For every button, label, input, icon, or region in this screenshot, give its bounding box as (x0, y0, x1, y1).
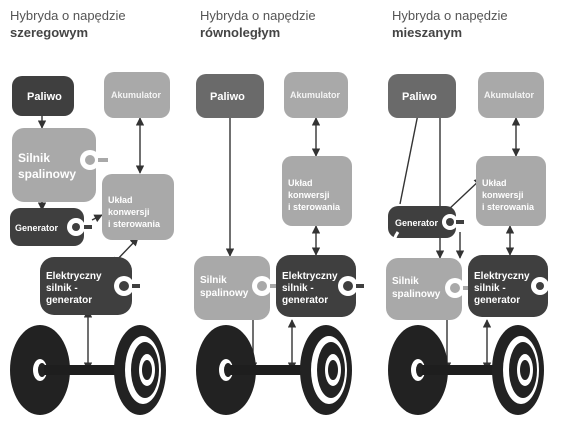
control-label-line-1: Układ (482, 178, 507, 188)
engine-label-line-2: spalinowy (200, 288, 249, 299)
accumulator-block: Akumulator (284, 72, 348, 118)
title-line-1: Hybryda o napędzie (200, 8, 316, 23)
control-label-line-1: Układ (288, 178, 313, 188)
generator-label: Generator (395, 218, 439, 228)
motor-label-line-3: generator (282, 295, 328, 306)
engine-label-line-1: Silnik (392, 276, 419, 287)
combustion-engine-block: Silnik spalinowy (386, 258, 471, 320)
rear-wheel (196, 325, 256, 415)
electric-motor-block: Elektryczny silnik - generator (40, 257, 140, 315)
generator-label: Generator (15, 223, 59, 233)
fuel-block: Paliwo (12, 76, 74, 116)
axle (44, 365, 140, 375)
title-line-2: szeregowym (10, 25, 88, 40)
motor-label-line-2: silnik - (474, 283, 506, 294)
flow-arrows (225, 117, 321, 371)
column-parallel-hybrid: Hybryda o napędzie równoległym Paliwo (194, 8, 364, 415)
combustion-engine-block: Silnik spalinowy (12, 128, 108, 202)
accumulator-label: Akumulator (111, 90, 162, 100)
electric-motor-block: Elektryczny silnik - generator (468, 255, 549, 317)
column-series-hybrid: Hybryda o napędzie szeregowym (10, 8, 174, 415)
front-wheel (492, 325, 544, 415)
engine-label-line-1: Silnik (200, 275, 227, 286)
title-line-1: Hybryda o napędzie (10, 8, 126, 23)
fuel-label: Paliwo (402, 91, 437, 103)
motor-label-line-1: Elektryczny (474, 271, 530, 282)
title-line-2: mieszanym (392, 25, 462, 40)
accumulator-block: Akumulator (104, 72, 170, 118)
control-unit-block: Układ konwersji i sterowania (282, 156, 352, 226)
front-wheel (300, 325, 352, 415)
control-label-line-2: konwersji (288, 190, 330, 200)
motor-label-line-3: generator (474, 295, 520, 306)
arrow-generator-to-control (91, 214, 103, 223)
fuel-label: Paliwo (27, 91, 62, 103)
accumulator-label: Akumulator (290, 90, 341, 100)
control-label-line-2: konwersji (108, 207, 150, 217)
motor-label-line-2: silnik - (46, 283, 78, 294)
motor-label-line-1: Elektryczny (282, 271, 338, 282)
axle (230, 365, 326, 375)
fuel-label: Paliwo (210, 91, 245, 103)
front-wheel (114, 325, 166, 415)
motor-label-line-2: silnik - (282, 283, 314, 294)
control-unit-block: Układ konwersji i sterowania (102, 174, 174, 240)
arrow-fuel-to-splitter (399, 113, 419, 205)
column-mixed-hybrid: Hybryda o napędzie mieszanym (384, 8, 549, 415)
engine-label-line-2: spalinowy (392, 289, 441, 300)
generator-block: Generator (388, 206, 464, 238)
engine-label-line-2: spalinowy (18, 167, 76, 181)
electric-motor-block: Elektryczny silnik - generator (276, 255, 364, 317)
accumulator-block: Akumulator (478, 72, 544, 118)
generator-block: Generator (10, 208, 92, 246)
control-label-line-1: Układ (108, 195, 133, 205)
combustion-engine-block: Silnik spalinowy (194, 256, 278, 320)
title-line-1: Hybryda o napędzie (392, 8, 508, 23)
control-label-line-3: i sterowania (288, 202, 341, 212)
axle (422, 365, 518, 375)
control-label-line-3: i sterowania (108, 219, 161, 229)
engine-label-line-1: Silnik (18, 151, 50, 165)
control-label-line-2: konwersji (482, 190, 524, 200)
control-unit-block: Układ konwersji i sterowania (476, 156, 546, 226)
fuel-block: Paliwo (388, 74, 456, 118)
motor-label-line-3: generator (46, 295, 92, 306)
fuel-block: Paliwo (196, 74, 264, 118)
motor-label-line-1: Elektryczny (46, 271, 102, 282)
title-line-2: równoległym (200, 25, 280, 40)
accumulator-label: Akumulator (484, 90, 535, 100)
rear-wheel (388, 325, 448, 415)
control-label-line-3: i sterowania (482, 202, 535, 212)
